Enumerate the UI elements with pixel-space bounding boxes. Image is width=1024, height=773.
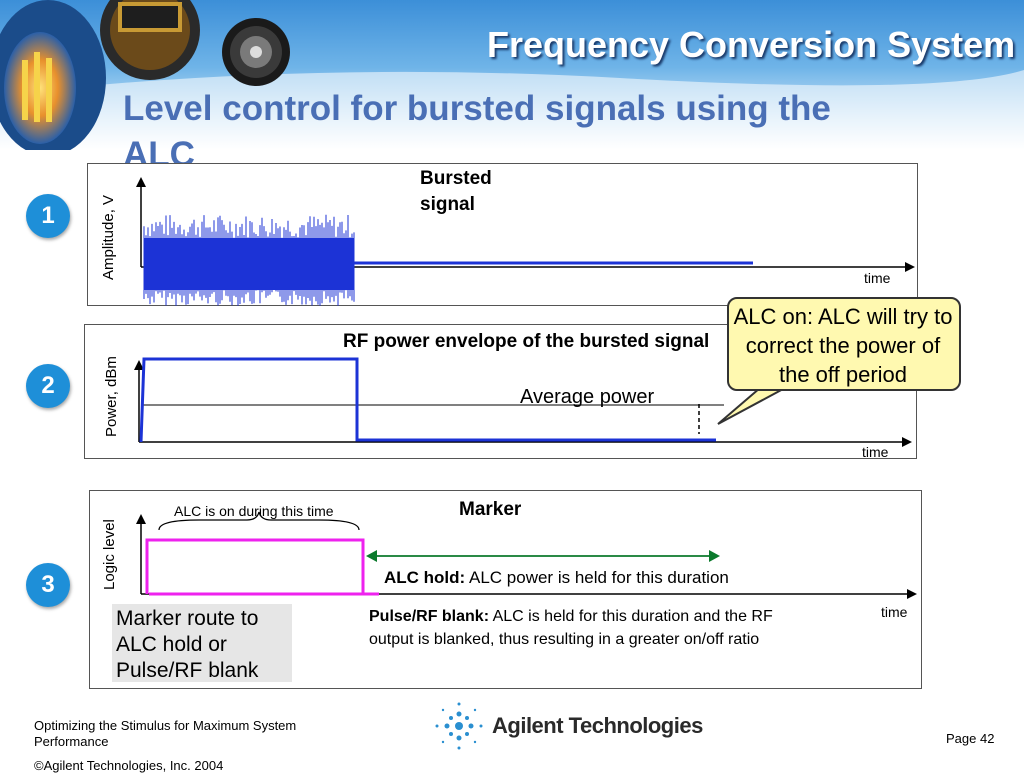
alc-hold-desc: ALC power is held for this duration (469, 568, 729, 587)
step-badge-1: 1 (26, 194, 70, 238)
alc-on-label: ALC is on during this time (174, 503, 334, 519)
slide-title: Level control for bursted signals using … (123, 89, 831, 174)
footer-presentation-title: Optimizing the Stimulus for Maximum Syst… (34, 718, 297, 749)
x-axis-label: time (881, 604, 908, 620)
chart-marker (136, 511, 917, 599)
y-axis-label: Logic level (101, 519, 118, 590)
y-axis-label: Power, dBm (103, 356, 120, 437)
x-axis-arrow (905, 262, 915, 272)
pulse-rf-blank-text: Pulse/RF blank: ALC is held for this dur… (369, 605, 819, 651)
chart-bursted-signal (136, 177, 915, 306)
x-axis-label: time (862, 444, 889, 460)
pulse-rf-blank-desc: ALC is held for this duration and the RF… (369, 608, 773, 648)
x-axis-label: time (864, 270, 891, 286)
alc-hold-bold: ALC hold: (384, 568, 466, 587)
y-axis-arrow (134, 360, 144, 370)
marker-route-box: Marker route to ALC hold or Pulse/RF bla… (112, 604, 292, 682)
y-axis-arrow (136, 177, 146, 187)
marker-label: Marker (459, 499, 522, 520)
bursted-signal-caption: Bursted signal (420, 168, 492, 215)
x-axis-arrow (907, 589, 917, 599)
x-axis-arrow (902, 437, 912, 447)
pulse-rf-blank-bold: Pulse/RF blank: (369, 608, 490, 625)
y-axis-arrow (136, 514, 146, 524)
alc-on-callout (727, 297, 961, 391)
company-logo-text: Agilent Technologies (492, 713, 703, 738)
section-title: Frequency Conversion System (487, 24, 1016, 65)
page-number: Page 42 (946, 731, 995, 746)
step-badge-3: 3 (26, 563, 70, 607)
average-power-label: Average power (520, 386, 655, 408)
power-envelope (139, 357, 716, 443)
decorative-image-display (100, 0, 200, 80)
agilent-spark-icon (435, 702, 483, 750)
alc-on-brace (158, 511, 360, 531)
alc-hold-text: ALC hold: ALC power is held for this dur… (384, 568, 729, 588)
rf-envelope-caption: RF power envelope of the bursted signal (343, 331, 710, 352)
alc-on-callout-text: ALC on: ALC will try to correct the powe… (733, 304, 953, 387)
noise-burst (144, 238, 354, 290)
step-badge-2: 2 (26, 364, 70, 408)
decorative-image-dial (222, 18, 290, 86)
marker-pulse (145, 538, 365, 594)
noise-spikes (143, 214, 355, 306)
header-banner (0, 0, 1024, 150)
footer-copyright: ©Agilent Technologies, Inc. 2004 (34, 758, 224, 773)
y-axis-label: Amplitude, V (100, 194, 117, 280)
chart-rf-envelope (134, 357, 912, 447)
decorative-image-thermal (0, 0, 106, 150)
